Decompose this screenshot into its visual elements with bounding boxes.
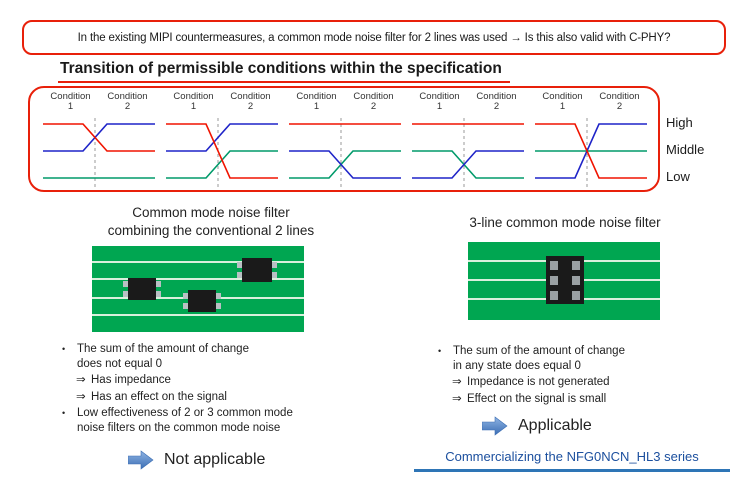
bullet-text: Has impedance xyxy=(91,374,171,387)
right-panel-heading: 3-line common mode noise filter xyxy=(400,214,730,232)
dot-marker: • xyxy=(62,407,66,418)
spec-section-title: Transition of permissible conditions wit… xyxy=(58,60,510,83)
signal-line-blue xyxy=(43,123,155,152)
signal-line-green xyxy=(289,150,401,179)
dot-marker: • xyxy=(438,346,442,356)
left-heading-line2: combining the conventional 2 lines xyxy=(107,222,315,238)
signal-line-blue xyxy=(289,150,401,179)
bullet-item: ⇒ Effect on the signal is small xyxy=(452,392,738,407)
waveform-svg xyxy=(412,118,524,188)
right-verdict-text: Applicable xyxy=(518,417,592,434)
top-banner: In the existing MIPI countermeasures, a … xyxy=(22,20,726,55)
level-label-low: Low xyxy=(666,169,690,184)
bullet-text: Has an effect on the signal xyxy=(91,390,227,403)
level-label-high: High xyxy=(666,115,693,130)
waveform-svg xyxy=(43,118,155,188)
left-panel-heading: Common mode noise filter combining the c… xyxy=(58,204,364,240)
bullet-item: ⇒ Has impedance xyxy=(76,373,377,388)
waveform-svg xyxy=(166,118,278,188)
bullet-item: ⇒ Has an effect on the signal xyxy=(76,390,377,405)
chip-icon xyxy=(123,278,161,300)
top-banner-text: In the existing MIPI countermeasures, a … xyxy=(77,31,671,44)
chip-icon xyxy=(546,256,584,304)
chip-icon xyxy=(183,290,221,312)
left-heading-line1: Common mode noise filter xyxy=(132,205,290,220)
bullet-item: ⇒ Impedance is not generated xyxy=(452,375,738,390)
pcb-image-3line-filter xyxy=(468,242,660,320)
bullet-text: Impedance is not generated xyxy=(467,376,610,389)
pcb-image-2line-filter xyxy=(92,246,304,332)
left-verdict-text: Not applicable xyxy=(164,451,266,468)
double-arrow-marker: ⇒ xyxy=(76,374,86,387)
level-label-middle: Middle xyxy=(666,142,705,157)
series-commercialization-note: Commercializing the NFG0NCN_HL3 series xyxy=(414,449,730,472)
bullet-item: • Low effectiveness of 2 or 3 common mode… xyxy=(62,406,377,436)
chip-icon xyxy=(237,258,277,282)
right-verdict: Applicable xyxy=(482,416,592,436)
arrow-right-icon xyxy=(128,450,154,470)
double-arrow-marker: ⇒ xyxy=(452,392,462,405)
double-arrow-marker: ⇒ xyxy=(452,376,462,389)
signal-line-red xyxy=(535,123,647,179)
waveform-svg xyxy=(535,118,647,188)
waveform-svg xyxy=(289,118,401,188)
double-arrow-marker: ⇒ xyxy=(76,390,86,403)
right-heading-line1: 3-line common mode noise filter xyxy=(469,215,661,230)
signal-line-blue xyxy=(166,123,278,152)
dot-marker: • xyxy=(62,344,66,354)
bullet-text: Effect on the signal is small xyxy=(467,392,607,405)
arrow-right-icon xyxy=(482,416,508,436)
signal-line-red xyxy=(43,123,155,152)
signal-line-red xyxy=(166,123,278,179)
signal-line-green xyxy=(166,150,278,179)
signal-line-green xyxy=(412,150,524,179)
signal-line-blue xyxy=(412,150,524,179)
left-verdict: Not applicable xyxy=(128,450,265,470)
